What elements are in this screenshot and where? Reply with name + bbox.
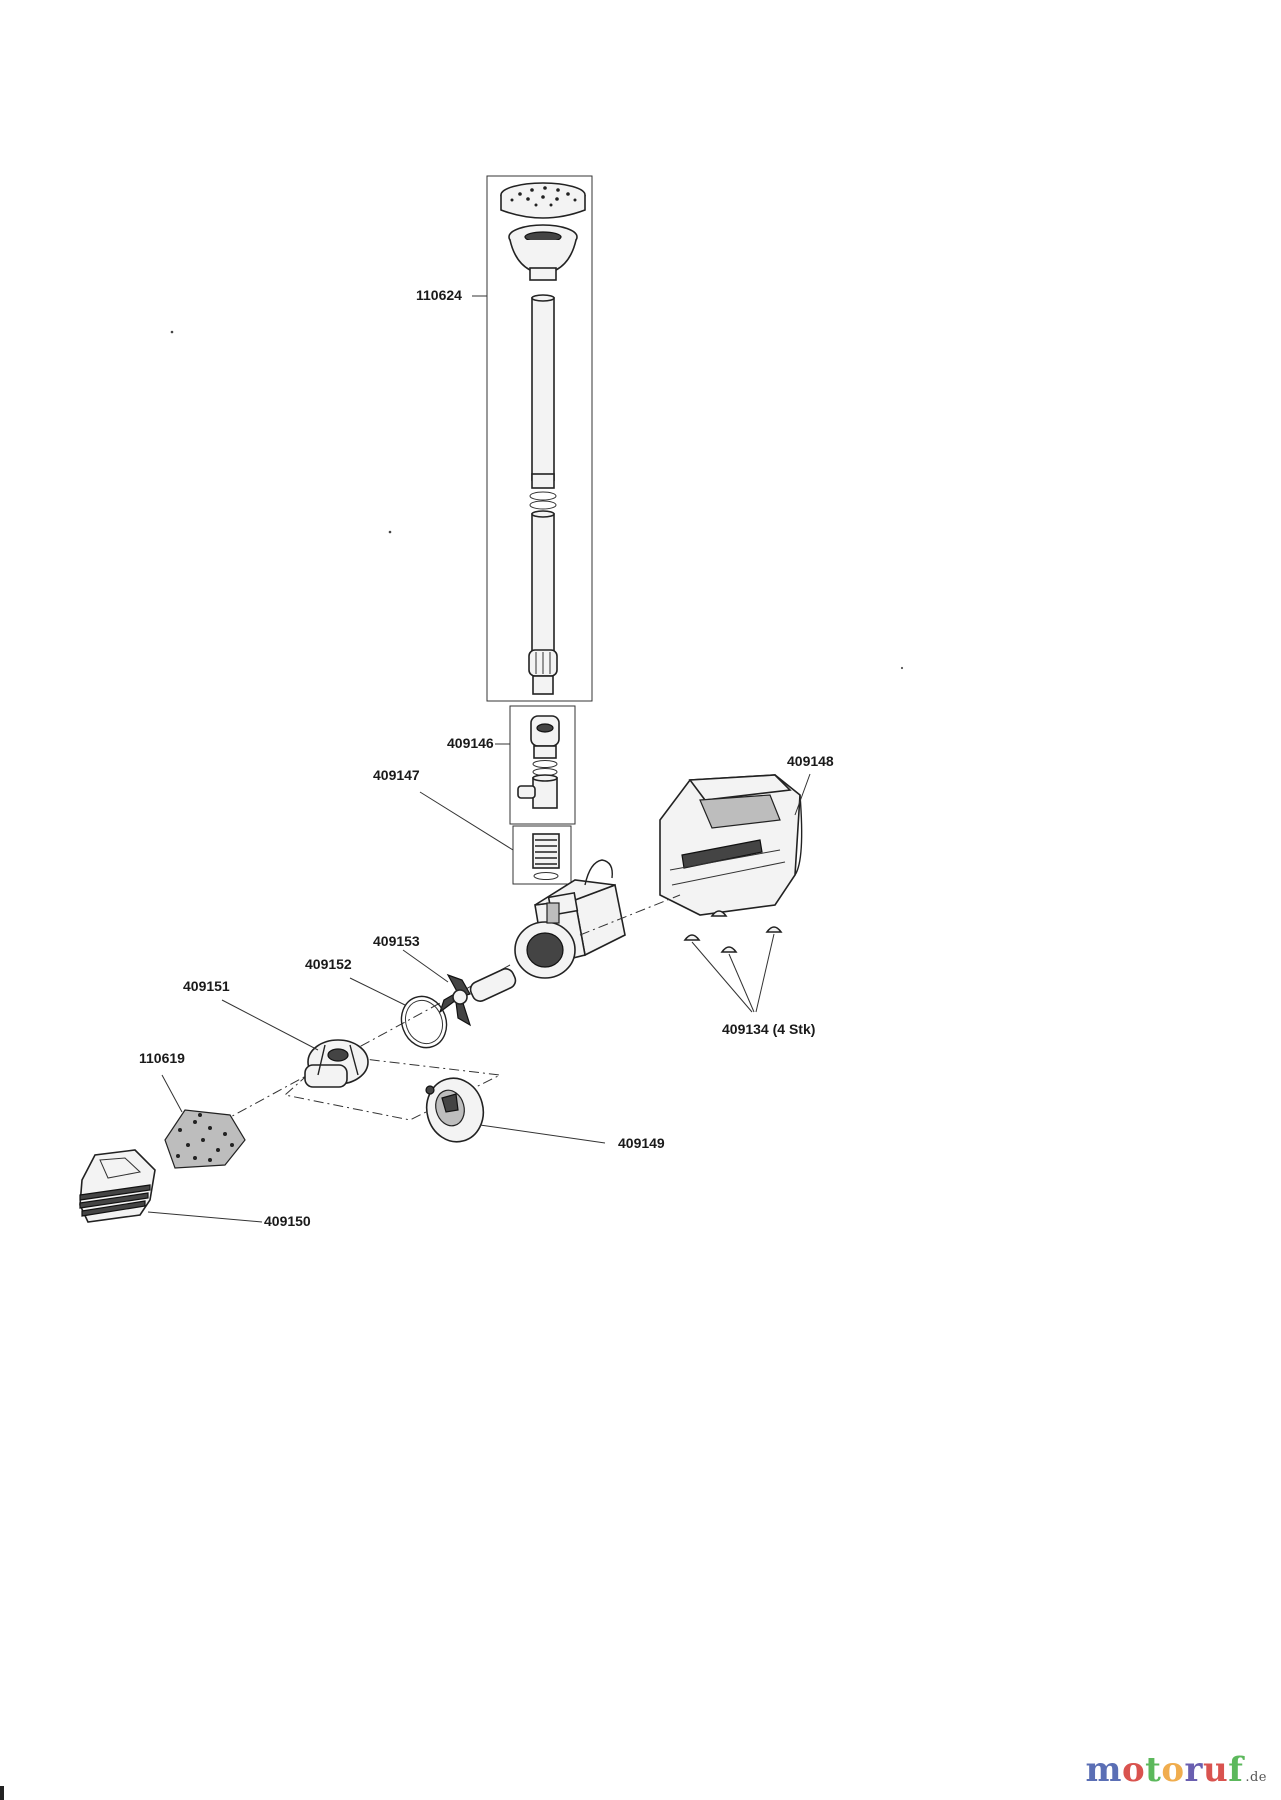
leader-409149 bbox=[479, 1124, 606, 1144]
lower-tube bbox=[528, 510, 558, 695]
assembly-axis-upper bbox=[579, 894, 681, 936]
label-110619: 110619 bbox=[139, 1050, 185, 1066]
logo-letter: r bbox=[1184, 1750, 1203, 1790]
leader-409148 bbox=[794, 773, 811, 816]
label-409134: 409134 (4 Stk) bbox=[722, 1021, 816, 1037]
leader-409150 bbox=[147, 1211, 263, 1223]
sponge-110619 bbox=[164, 1109, 246, 1169]
leader-409134-b bbox=[728, 953, 755, 1013]
valve-409146 bbox=[517, 715, 560, 809]
leader-409153 bbox=[402, 949, 449, 983]
screws-409134 bbox=[683, 910, 783, 953]
label-409153: 409153 bbox=[373, 933, 420, 949]
stray-dot bbox=[388, 530, 392, 534]
label-409152: 409152 bbox=[305, 956, 352, 972]
spring-409147 bbox=[532, 833, 560, 880]
logo-tld: .de bbox=[1245, 1770, 1267, 1785]
assembly-frame-110624 bbox=[486, 175, 593, 702]
pump-motor bbox=[514, 859, 626, 979]
label-409149: 409149 bbox=[618, 1135, 665, 1151]
logo-letter: m bbox=[1085, 1750, 1122, 1790]
housing-409151 bbox=[304, 1039, 369, 1088]
upper-tube bbox=[529, 294, 557, 510]
label-409147: 409147 bbox=[373, 767, 420, 783]
filter-basket-409150 bbox=[79, 1149, 156, 1223]
leader-409134-c bbox=[755, 933, 775, 1013]
fountain-head bbox=[500, 182, 586, 281]
corner-mark bbox=[0, 1786, 4, 1800]
label-409150: 409150 bbox=[264, 1213, 311, 1229]
logo-letter: u bbox=[1202, 1750, 1229, 1790]
leader-110619 bbox=[161, 1074, 183, 1113]
motoruf-logo: motoruf.de bbox=[1085, 1750, 1267, 1790]
stray-dot bbox=[900, 666, 904, 670]
logo-letter: o bbox=[1161, 1750, 1185, 1790]
impeller-409153 bbox=[438, 968, 517, 1027]
label-409146: 409146 bbox=[447, 735, 494, 751]
logo-letter: f bbox=[1228, 1750, 1244, 1790]
frame-409146 bbox=[509, 705, 576, 825]
stray-dot bbox=[170, 330, 174, 334]
leader-409134-a bbox=[691, 941, 753, 1013]
cover-409148 bbox=[659, 774, 803, 916]
leader-409147 bbox=[419, 791, 514, 851]
leader-409152 bbox=[349, 977, 406, 1006]
label-409148: 409148 bbox=[787, 753, 834, 769]
leader-409151 bbox=[221, 999, 319, 1051]
logo-letter: o bbox=[1121, 1750, 1146, 1790]
frame-409147 bbox=[512, 825, 572, 885]
label-409151: 409151 bbox=[183, 978, 230, 994]
logo-letter: t bbox=[1145, 1750, 1162, 1790]
oring-409152 bbox=[400, 995, 448, 1049]
label-110624: 110624 bbox=[416, 287, 462, 303]
rotor-housing-409149 bbox=[425, 1077, 485, 1143]
assembly-axis-box bbox=[283, 1054, 502, 1121]
